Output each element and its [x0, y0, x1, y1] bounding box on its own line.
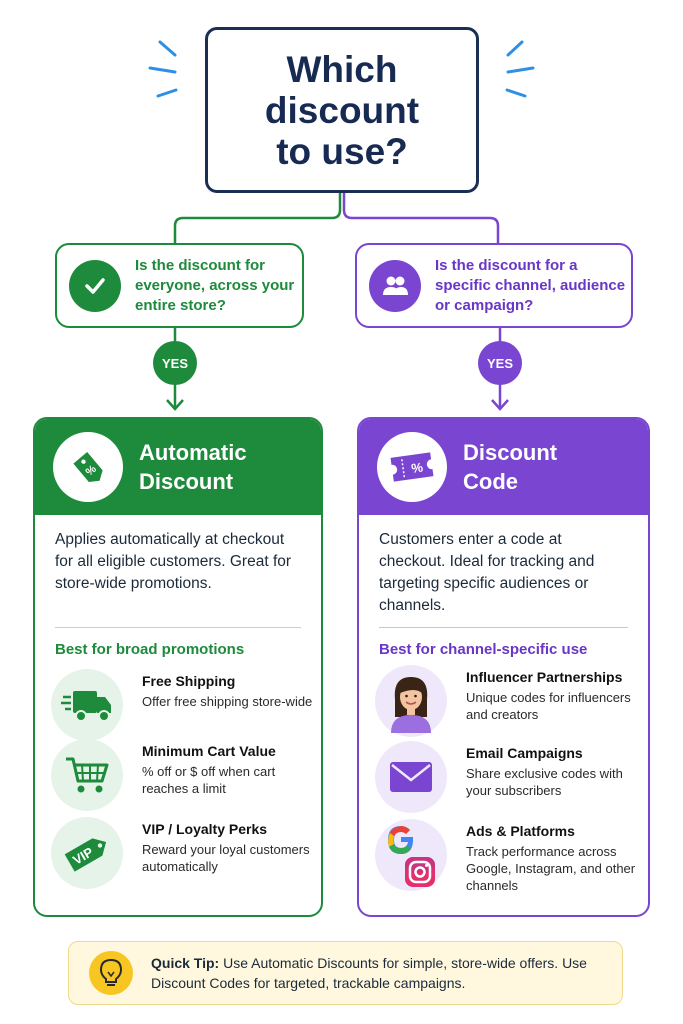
svg-text:%: % [410, 459, 424, 476]
price-tag-icon: % [53, 432, 123, 502]
item-title: Email Campaigns [466, 745, 583, 761]
question-store-wide: Is the discount for everyone, across you… [55, 243, 304, 328]
list-item: Minimum Cart Value % off or $ off when c… [51, 739, 316, 813]
audience-icon [369, 259, 421, 312]
item-title: Ads & Platforms [466, 823, 575, 839]
list-item: Influencer Partnerships Unique codes for… [375, 665, 640, 739]
item-description: Reward your loyal customers automaticall… [142, 842, 310, 874]
item-title: Free Shipping [142, 673, 236, 689]
item-description: Track performance across Google, Instagr… [466, 844, 636, 893]
list-item: Free Shipping Offer free shipping store-… [51, 669, 316, 743]
card-header: % Discount Code [359, 419, 648, 515]
vip-tag-icon: VIP [51, 817, 123, 889]
list-item: Email Campaigns Share exclusive codes wi… [375, 741, 640, 815]
quick-tip-text: Quick Tip: Use Automatic Discounts for s… [151, 953, 622, 993]
discount-code-card: % Discount Code Customers enter a code a… [357, 417, 650, 917]
quick-tip-label: Quick Tip: [151, 955, 220, 971]
card-title: Automatic Discount [139, 440, 247, 494]
list-item: VIP VIP / Loyalty Perks Reward your loya… [51, 817, 316, 891]
item-description: Share exclusive codes with your subscrib… [466, 766, 623, 798]
item-title: VIP / Loyalty Perks [142, 821, 268, 837]
question-specific-channel: Is the discount for a specific channel, … [355, 243, 633, 328]
envelope-icon [375, 741, 447, 813]
item-description: % off or $ off when cart reaches a limit [142, 764, 276, 796]
card-description: Applies automatically at checkout for al… [55, 531, 292, 592]
shopping-cart-icon [51, 739, 123, 811]
question-text: Is the discount for everyone, across you… [135, 256, 295, 314]
automatic-discount-card: % Automatic Discount Applies automatical… [33, 417, 323, 917]
checkmark-icon [69, 259, 121, 312]
question-text: Is the discount for a specific channel, … [435, 256, 626, 314]
item-title: Influencer Partnerships [466, 669, 623, 685]
item-description: Unique codes for influencers and creator… [466, 690, 631, 722]
divider [55, 627, 301, 628]
yes-badge-left: YES [153, 341, 197, 385]
yes-badge-right: YES [478, 341, 522, 385]
page-title: Which discount to use? [264, 48, 420, 172]
card-description: Customers enter a code at checkout. Idea… [379, 531, 595, 614]
divider [379, 627, 628, 628]
delivery-truck-icon [51, 669, 123, 741]
google-instagram-icon [375, 819, 447, 891]
item-title: Minimum Cart Value [142, 743, 276, 759]
lightbulb-icon [89, 951, 133, 995]
quick-tip-body: Use Automatic Discounts for simple, stor… [151, 955, 587, 991]
influencer-avatar-icon [375, 665, 447, 737]
card-title: Discount Code [463, 440, 558, 494]
list-item: Ads & Platforms Track performance across… [375, 819, 640, 893]
title-box: Which discount to use? [205, 27, 479, 193]
best-for-label: Best for broad promotions [55, 641, 245, 658]
coupon-ticket-icon: % [377, 432, 447, 502]
card-header: % Automatic Discount [35, 419, 321, 515]
quick-tip-box: Quick Tip: Use Automatic Discounts for s… [68, 941, 623, 1005]
item-description: Offer free shipping store-wide [142, 694, 313, 709]
best-for-label: Best for channel-specific use [379, 641, 588, 658]
